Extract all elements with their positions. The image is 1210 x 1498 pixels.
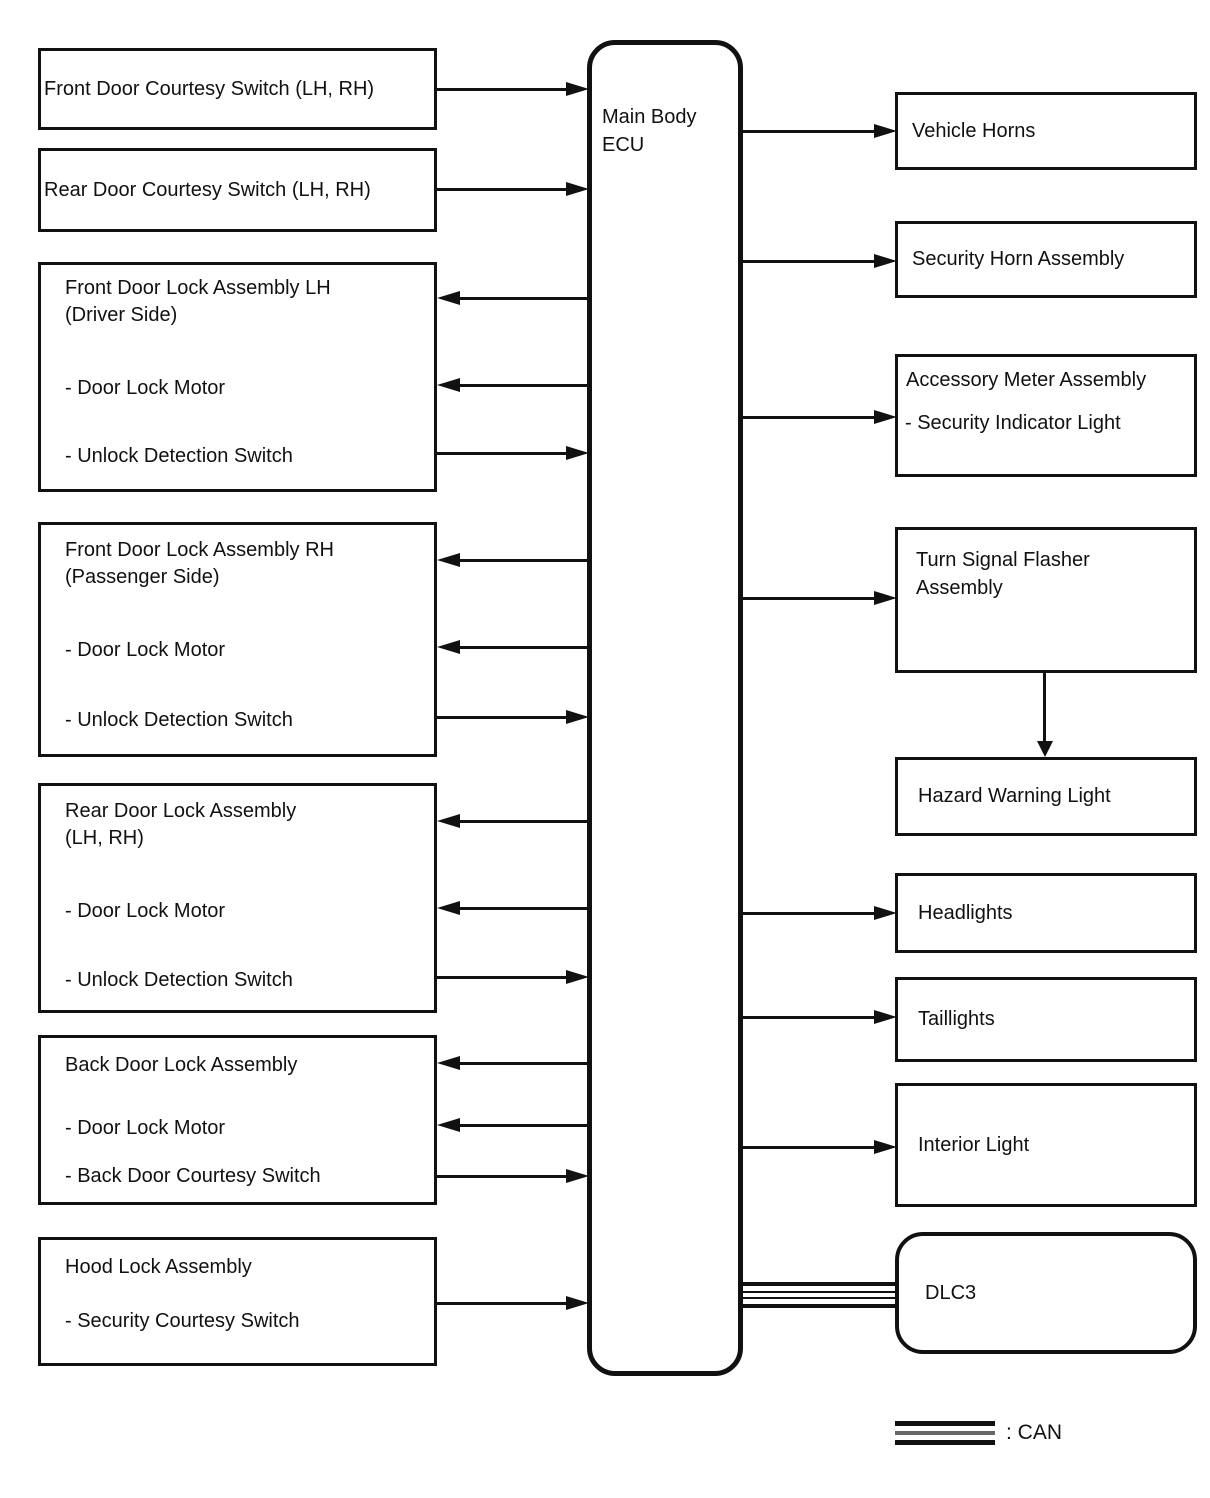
headlights-box: Headlights	[895, 873, 1197, 953]
connector-line	[458, 559, 589, 562]
front-door-courtesy-switch-box: Front Door Courtesy Switch (LH, RH)	[38, 48, 437, 130]
arrow-right-icon	[566, 182, 589, 196]
arrow-right-icon	[874, 906, 897, 920]
connector-line	[437, 1175, 568, 1178]
taillights-box: Taillights	[895, 977, 1197, 1062]
interior-light-box: Interior Light	[895, 1083, 1197, 1207]
arrow-left-icon	[437, 901, 460, 915]
connector-line	[458, 820, 589, 823]
box-title: Back Door Lock Assembly	[65, 1054, 298, 1076]
connector-line	[437, 188, 568, 191]
box-title: Taillights	[918, 1008, 995, 1030]
legend-can-symbol	[895, 1421, 995, 1445]
box-title: Vehicle Horns	[912, 119, 1036, 142]
box-title: Interior Light	[918, 1133, 1030, 1156]
connector-line	[437, 716, 568, 719]
arrow-right-icon	[874, 591, 897, 605]
arrow-left-icon	[437, 1118, 460, 1132]
box-item: - Unlock Detection Switch	[65, 969, 293, 991]
rear-door-lock-assembly-box: Rear Door Lock Assembly (LH, RH) - Door …	[38, 783, 437, 1013]
connector-line	[437, 88, 568, 91]
connector-line	[458, 646, 589, 649]
arrow-right-icon	[566, 970, 589, 984]
vehicle-horns-box: Vehicle Horns	[895, 92, 1197, 170]
connector-line	[743, 912, 874, 915]
box-title: Front Door Lock Assembly LH (Driver Side…	[65, 277, 331, 326]
ecu-label: Main Body ECU	[602, 106, 697, 156]
arrow-right-icon	[566, 1169, 589, 1183]
arrow-left-icon	[437, 291, 460, 305]
box-title: Accessory Meter Assembly	[906, 369, 1147, 391]
arrow-down-icon	[1037, 741, 1053, 757]
connector-line	[437, 452, 568, 455]
connector-line	[743, 1146, 874, 1149]
arrow-right-icon	[566, 710, 589, 724]
arrow-right-icon	[566, 446, 589, 460]
box-title: Front Door Lock Assembly RH (Passenger S…	[65, 539, 334, 588]
box-item: - Unlock Detection Switch	[65, 445, 293, 467]
box-title: DLC3	[925, 1281, 977, 1304]
accessory-meter-assembly-box: Accessory Meter Assembly - Security Indi…	[895, 354, 1197, 477]
rear-door-courtesy-switch-box: Rear Door Courtesy Switch (LH, RH)	[38, 148, 437, 232]
box-item: - Door Lock Motor	[65, 900, 226, 922]
arrow-right-icon	[874, 254, 897, 268]
box-title: Front Door Courtesy Switch (LH, RH)	[44, 77, 375, 100]
turn-signal-flasher-assembly-box: Turn Signal Flasher Assembly	[895, 527, 1197, 673]
connector-line	[437, 976, 568, 979]
arrow-left-icon	[437, 814, 460, 828]
box-title: Hood Lock Assembly	[65, 1256, 252, 1278]
box-item: - Door Lock Motor	[65, 1117, 226, 1139]
arrow-right-icon	[874, 1010, 897, 1024]
box-title: Headlights	[918, 901, 1013, 924]
arrow-left-icon	[437, 378, 460, 392]
back-door-lock-assembly-box: Back Door Lock Assembly - Door Lock Moto…	[38, 1035, 437, 1205]
connector-line	[743, 597, 874, 600]
box-title: Rear Door Courtesy Switch (LH, RH)	[44, 178, 371, 201]
arrow-right-icon	[566, 1296, 589, 1310]
box-title: Hazard Warning Light	[918, 785, 1111, 807]
connector-line	[743, 416, 874, 419]
arrow-right-icon	[874, 410, 897, 424]
hood-lock-assembly-box: Hood Lock Assembly - Security Courtesy S…	[38, 1237, 437, 1366]
connector-line	[743, 1016, 874, 1019]
main-body-ecu-box: Main Body ECU	[587, 40, 743, 1376]
connector-line	[1043, 673, 1046, 743]
connector-line	[458, 907, 589, 910]
box-item: - Door Lock Motor	[65, 639, 226, 661]
box-item: - Security Courtesy Switch	[65, 1310, 300, 1332]
front-door-lock-assembly-lh-box: Front Door Lock Assembly LH (Driver Side…	[38, 262, 437, 492]
connector-line	[458, 384, 589, 387]
hazard-warning-light-box: Hazard Warning Light	[895, 757, 1197, 836]
arrow-left-icon	[437, 640, 460, 654]
connector-line	[458, 297, 589, 300]
security-horn-assembly-box: Security Horn Assembly	[895, 221, 1197, 298]
arrow-right-icon	[566, 82, 589, 96]
connector-line	[458, 1124, 589, 1127]
box-title: Turn Signal Flasher Assembly	[916, 549, 1090, 599]
arrow-right-icon	[874, 1140, 897, 1154]
can-bus-line	[743, 1282, 897, 1308]
connector-line	[743, 130, 874, 133]
box-item: - Security Indicator Light	[905, 412, 1121, 434]
front-door-lock-assembly-rh-box: Front Door Lock Assembly RH (Passenger S…	[38, 522, 437, 757]
box-title: Rear Door Lock Assembly (LH, RH)	[65, 800, 297, 849]
arrow-right-icon	[874, 124, 897, 138]
arrow-left-icon	[437, 553, 460, 567]
box-title: Security Horn Assembly	[912, 248, 1125, 270]
legend-can-label: : CAN	[1006, 1421, 1063, 1444]
box-item: - Unlock Detection Switch	[65, 709, 293, 731]
connector-line	[743, 260, 874, 263]
box-item: - Back Door Courtesy Switch	[65, 1165, 321, 1187]
box-item: - Door Lock Motor	[65, 377, 226, 399]
arrow-left-icon	[437, 1056, 460, 1070]
connector-line	[458, 1062, 589, 1065]
connector-line	[437, 1302, 568, 1305]
dlc3-box: DLC3	[895, 1232, 1197, 1354]
